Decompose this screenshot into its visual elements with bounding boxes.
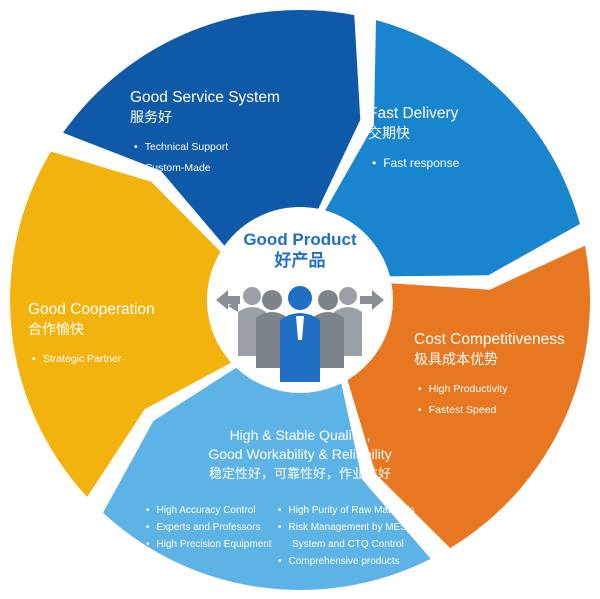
service-title-zh: 服务好 xyxy=(130,109,172,125)
list-item: Experts and Professors xyxy=(146,519,272,536)
service-title: Good Service System xyxy=(130,89,280,106)
center-title: Good Product xyxy=(243,230,357,249)
list-item: High Precision Equipment xyxy=(146,536,272,553)
quality-title-line2: Good Workability & Reliability xyxy=(208,446,392,462)
segment-fast-delivery xyxy=(323,20,580,277)
service-bullets: Technical Support Custom-Made xyxy=(134,137,280,179)
segment-good-service xyxy=(63,9,361,249)
service-block: Good Service System 服务好 Technical Suppor… xyxy=(130,88,280,179)
list-item: High Purity of Raw Materials xyxy=(278,502,415,519)
quality-bullets-right: High Purity of Raw Materials Risk Manage… xyxy=(278,492,415,570)
cooperation-block: Good Cooperation 合作愉快 Strategic Partner xyxy=(28,300,155,370)
quality-heading: High & Stable Quality , Good Workability… xyxy=(150,426,450,483)
delivery-title-zh: 交期快 xyxy=(368,125,410,141)
list-item: Risk Management by MES xyxy=(278,519,415,536)
list-item: High Productivity xyxy=(418,379,565,400)
delivery-bullets: Fast response xyxy=(372,153,459,174)
list-item: Strategic Partner xyxy=(32,349,155,370)
list-item: Fastest Speed xyxy=(418,400,565,421)
quality-title-line1: High & Stable Quality , xyxy=(229,427,371,443)
cost-title: Cost Competitiveness xyxy=(414,331,565,348)
cooperation-title: Good Cooperation xyxy=(28,301,155,318)
list-item: Custom-Made xyxy=(134,158,280,179)
quality-title-zh: 稳定性好，可靠性好，作业性好 xyxy=(208,466,391,481)
list-item: Fast response xyxy=(372,153,459,174)
cost-bullets: High Productivity Fastest Speed xyxy=(418,379,565,421)
quality-bullets-left: High Accuracy Control Experts and Profes… xyxy=(146,492,272,553)
cooperation-title-zh: 合作愉快 xyxy=(28,321,84,337)
team-people-arrows-icon xyxy=(216,286,384,382)
cost-title-zh: 极具成本优势 xyxy=(414,351,498,367)
list-item: Technical Support xyxy=(134,137,280,158)
list-item: Comprehensive products xyxy=(278,553,415,570)
cooperation-bullets: Strategic Partner xyxy=(32,349,155,370)
segment-good-cooperation xyxy=(10,151,235,497)
cost-block: Cost Competitiveness 极具成本优势 High Product… xyxy=(414,330,565,421)
delivery-block: Fast Delivery 交期快 Fast response xyxy=(368,104,459,174)
list-item: High Accuracy Control xyxy=(146,502,272,519)
delivery-title: Fast Delivery xyxy=(368,105,459,122)
list-item-continuation: System and CTQ Control xyxy=(292,539,404,550)
center-title-zh: 好产品 xyxy=(274,251,326,270)
